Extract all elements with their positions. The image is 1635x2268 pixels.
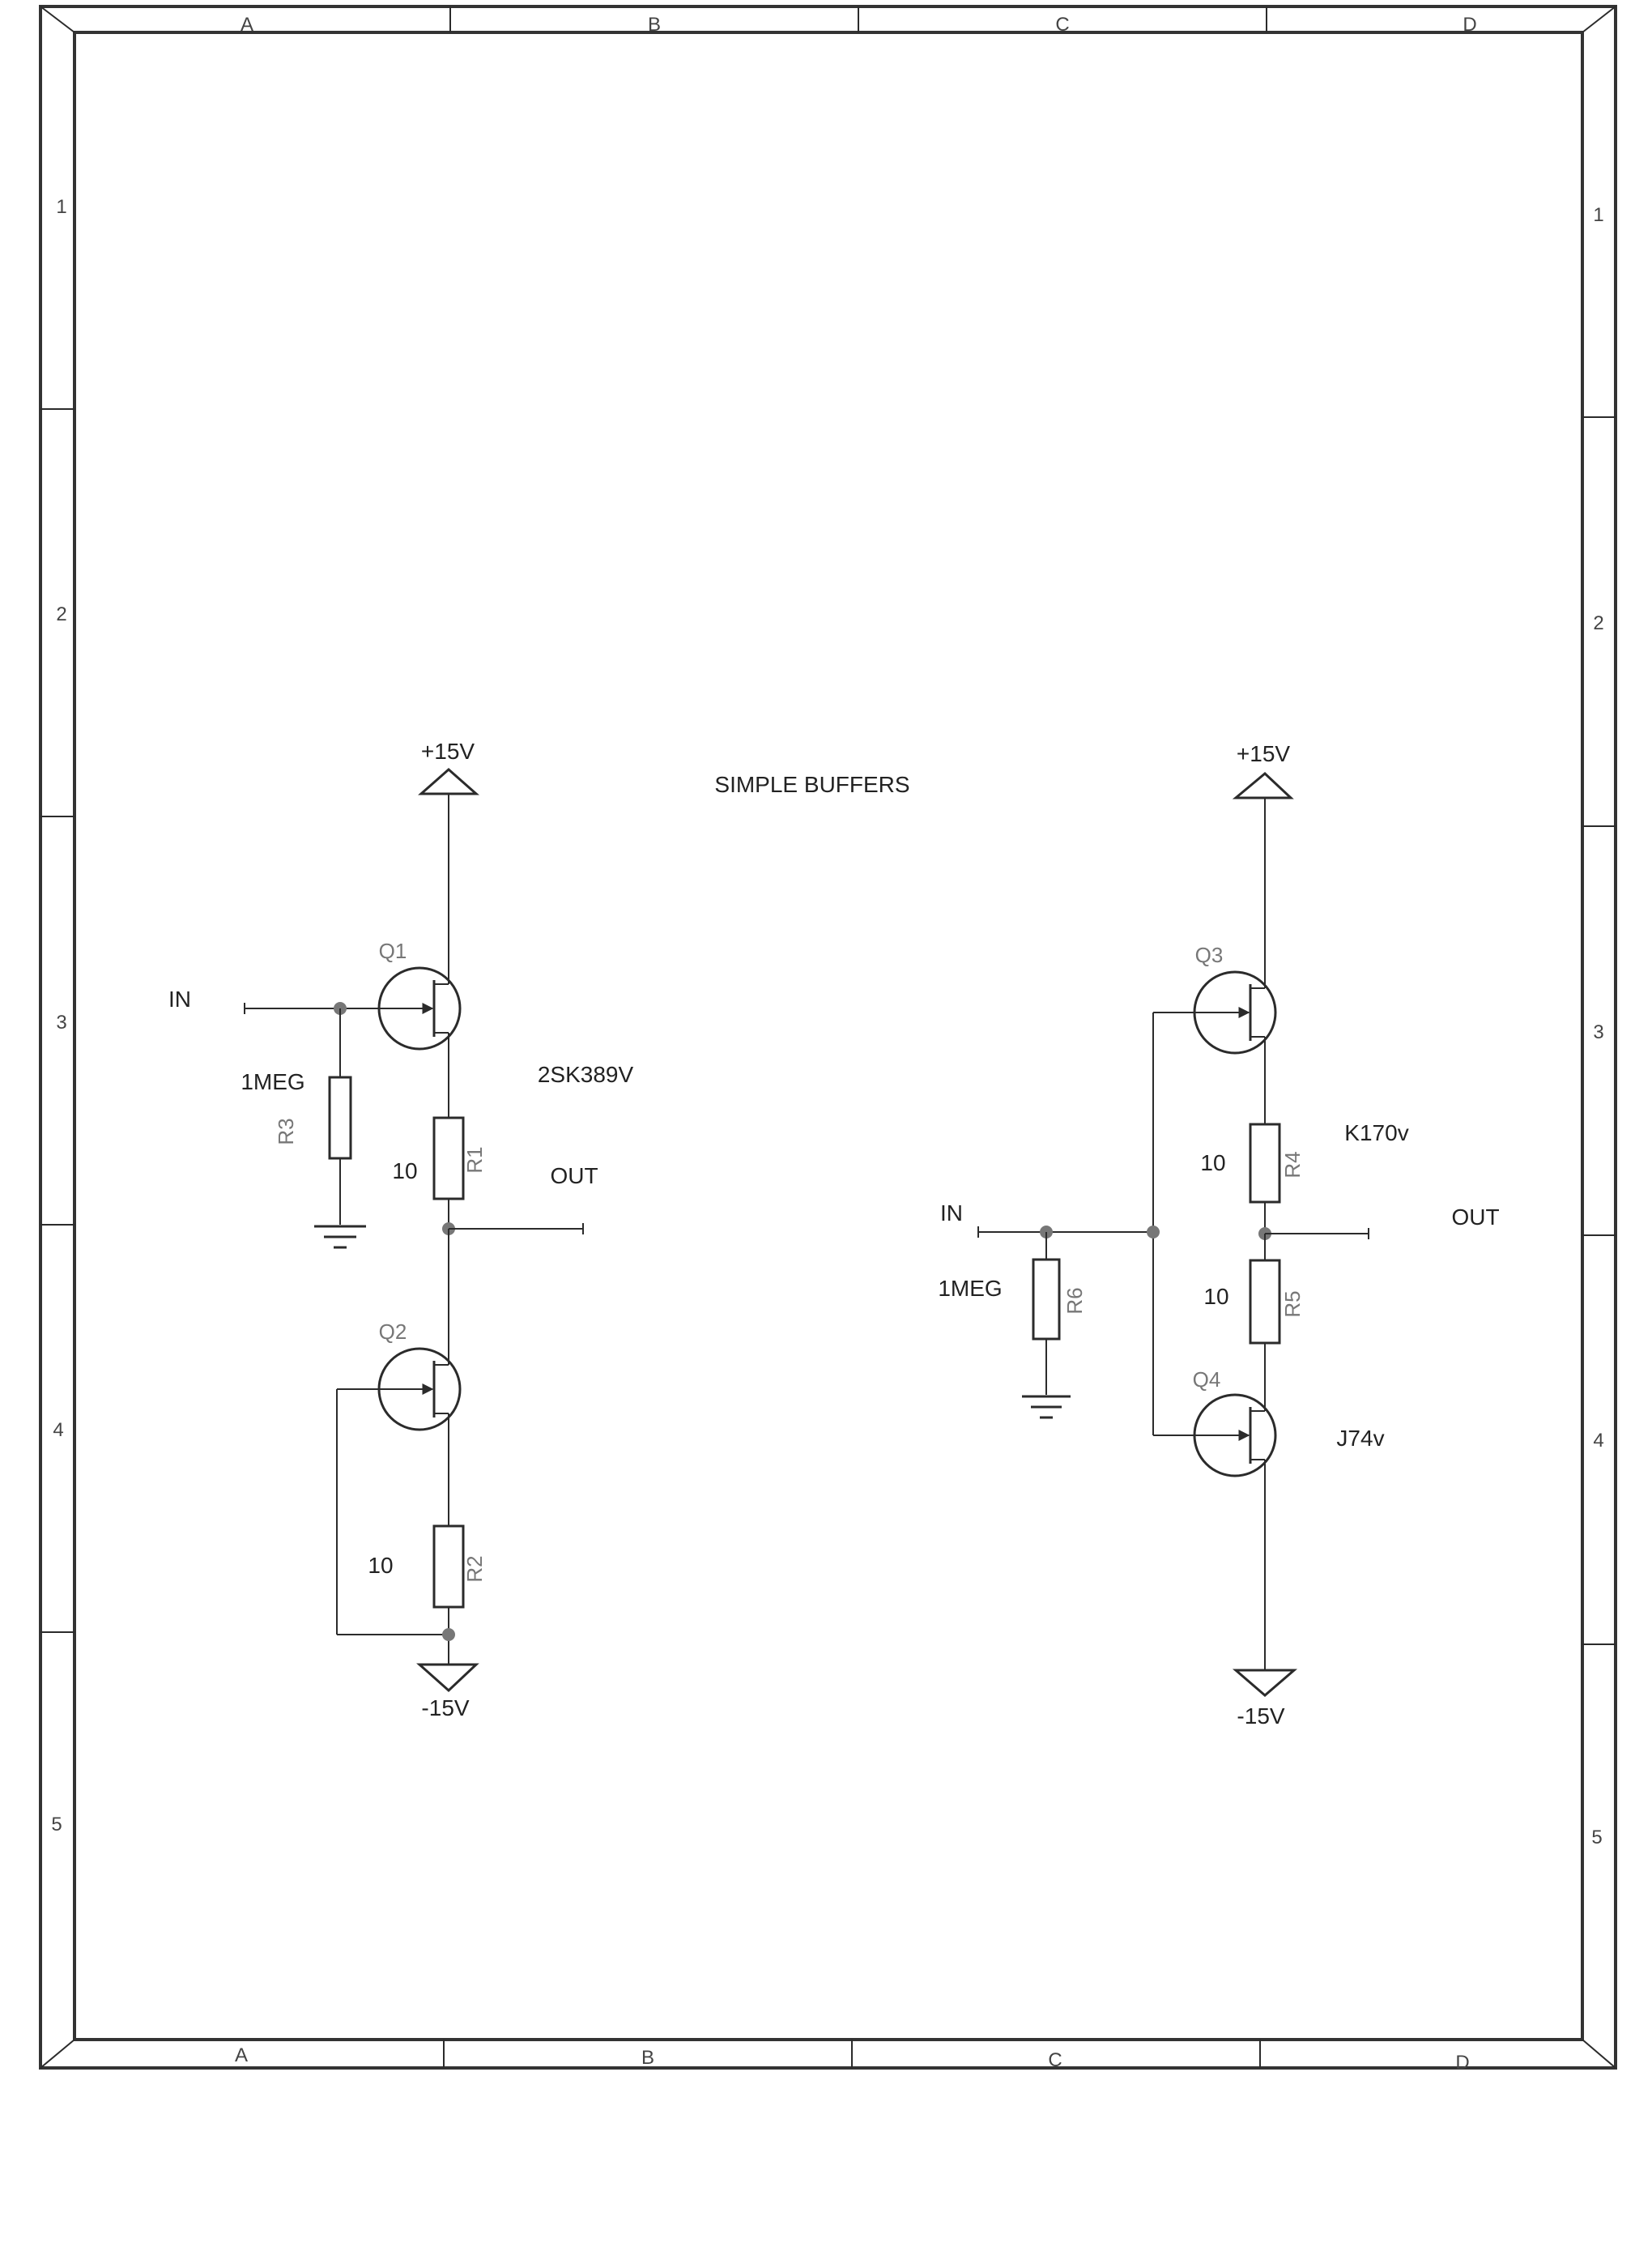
- r6-resistor: [1032, 1258, 1061, 1341]
- r3-label: R3: [274, 1118, 298, 1145]
- r2-label: R2: [462, 1555, 487, 1582]
- zone-col-d: D: [1463, 14, 1476, 36]
- right-ground-symbol: [1022, 1395, 1071, 1419]
- zone-columns-top: A B C D: [241, 14, 1477, 36]
- zone-row-5-right: 5: [1591, 1827, 1602, 1848]
- left-supply-neg-label: -15V: [421, 1695, 469, 1720]
- r3-value: 1MEG: [241, 1069, 304, 1094]
- r3-resistor: [328, 1076, 352, 1160]
- q2-label: Q2: [379, 1319, 407, 1344]
- left-buffer-circuit: +15V Q1 IN 1MEG R3 2SK389V: [168, 739, 633, 1720]
- r5-label: R5: [1280, 1290, 1305, 1317]
- zone-row-2: 2: [56, 603, 66, 625]
- zone-row-3-right: 3: [1593, 1021, 1603, 1043]
- q2-transistor: [337, 1347, 462, 1431]
- zone-row-3: 3: [56, 1012, 66, 1034]
- r1-resistor: [432, 1116, 465, 1200]
- left-output-label: OUT: [550, 1163, 598, 1188]
- zone-rows-left: 1 2 3 4 5: [51, 196, 66, 1835]
- diagram-title: SIMPLE BUFFERS: [714, 772, 909, 797]
- right-supply-pos-label: +15V: [1237, 741, 1290, 766]
- r1-label: R1: [462, 1146, 487, 1173]
- left-bottom-junction: [442, 1628, 455, 1641]
- right-gate-junction: [1147, 1226, 1160, 1238]
- q1-transistor: [340, 966, 462, 1051]
- left-supply-pos-label: +15V: [421, 739, 475, 764]
- q4-label: Q4: [1193, 1367, 1221, 1392]
- zone-col-b-bottom: B: [641, 2047, 654, 2069]
- zone-columns-bottom: A B C D: [235, 2044, 1470, 2074]
- r1-value: 10: [392, 1158, 417, 1183]
- q1-label: Q1: [379, 939, 407, 963]
- zone-row-2-right: 2: [1593, 612, 1603, 634]
- q4-transistor: [1153, 1393, 1277, 1477]
- right-part-top-label: K170v: [1344, 1120, 1408, 1145]
- r2-resistor: [432, 1524, 465, 1609]
- right-supply-pos-arrow: [1232, 771, 1294, 799]
- right-supply-neg-label: -15V: [1237, 1703, 1284, 1729]
- r6-label: R6: [1062, 1287, 1087, 1314]
- right-buffer-circuit: +15V Q3 K170v J74v 10 R4 IN: [938, 741, 1499, 1729]
- right-part-bottom-label: J74v: [1336, 1426, 1384, 1451]
- left-ground-symbol: [314, 1225, 366, 1249]
- zone-row-4-right: 4: [1593, 1430, 1603, 1452]
- q3-transistor: [1153, 970, 1277, 1055]
- right-supply-neg-arrow: [1232, 1669, 1298, 1697]
- zone-rows-right: 1 2 3 4 5: [1591, 204, 1603, 1848]
- r2-value: 10: [368, 1553, 393, 1578]
- r4-value: 10: [1200, 1150, 1225, 1175]
- zone-col-c-bottom: C: [1048, 2049, 1062, 2071]
- zone-row-1-right: 1: [1593, 204, 1603, 226]
- zone-col-a: A: [241, 14, 253, 36]
- right-output-label: OUT: [1451, 1204, 1499, 1230]
- left-part-label: 2SK389V: [538, 1062, 634, 1087]
- right-input-label: IN: [940, 1200, 963, 1226]
- r6-value: 1MEG: [938, 1276, 1002, 1301]
- drawing-frame: [39, 5, 1617, 2070]
- zone-row-4: 4: [53, 1419, 63, 1441]
- zone-col-c: C: [1055, 14, 1069, 36]
- zone-row-1: 1: [56, 196, 66, 218]
- r5-resistor: [1249, 1259, 1281, 1345]
- zone-row-5: 5: [51, 1814, 62, 1835]
- zone-col-b: B: [648, 14, 661, 36]
- r5-value: 10: [1203, 1284, 1228, 1309]
- left-supply-neg-arrow: [416, 1663, 479, 1693]
- left-supply-pos-arrow: [418, 767, 479, 795]
- q3-label: Q3: [1195, 943, 1224, 967]
- zone-col-d-bottom: D: [1455, 2052, 1469, 2074]
- zone-col-a-bottom: A: [235, 2044, 248, 2066]
- r4-resistor: [1249, 1123, 1281, 1204]
- left-input-label: IN: [168, 987, 191, 1012]
- r4-label: R4: [1280, 1151, 1305, 1178]
